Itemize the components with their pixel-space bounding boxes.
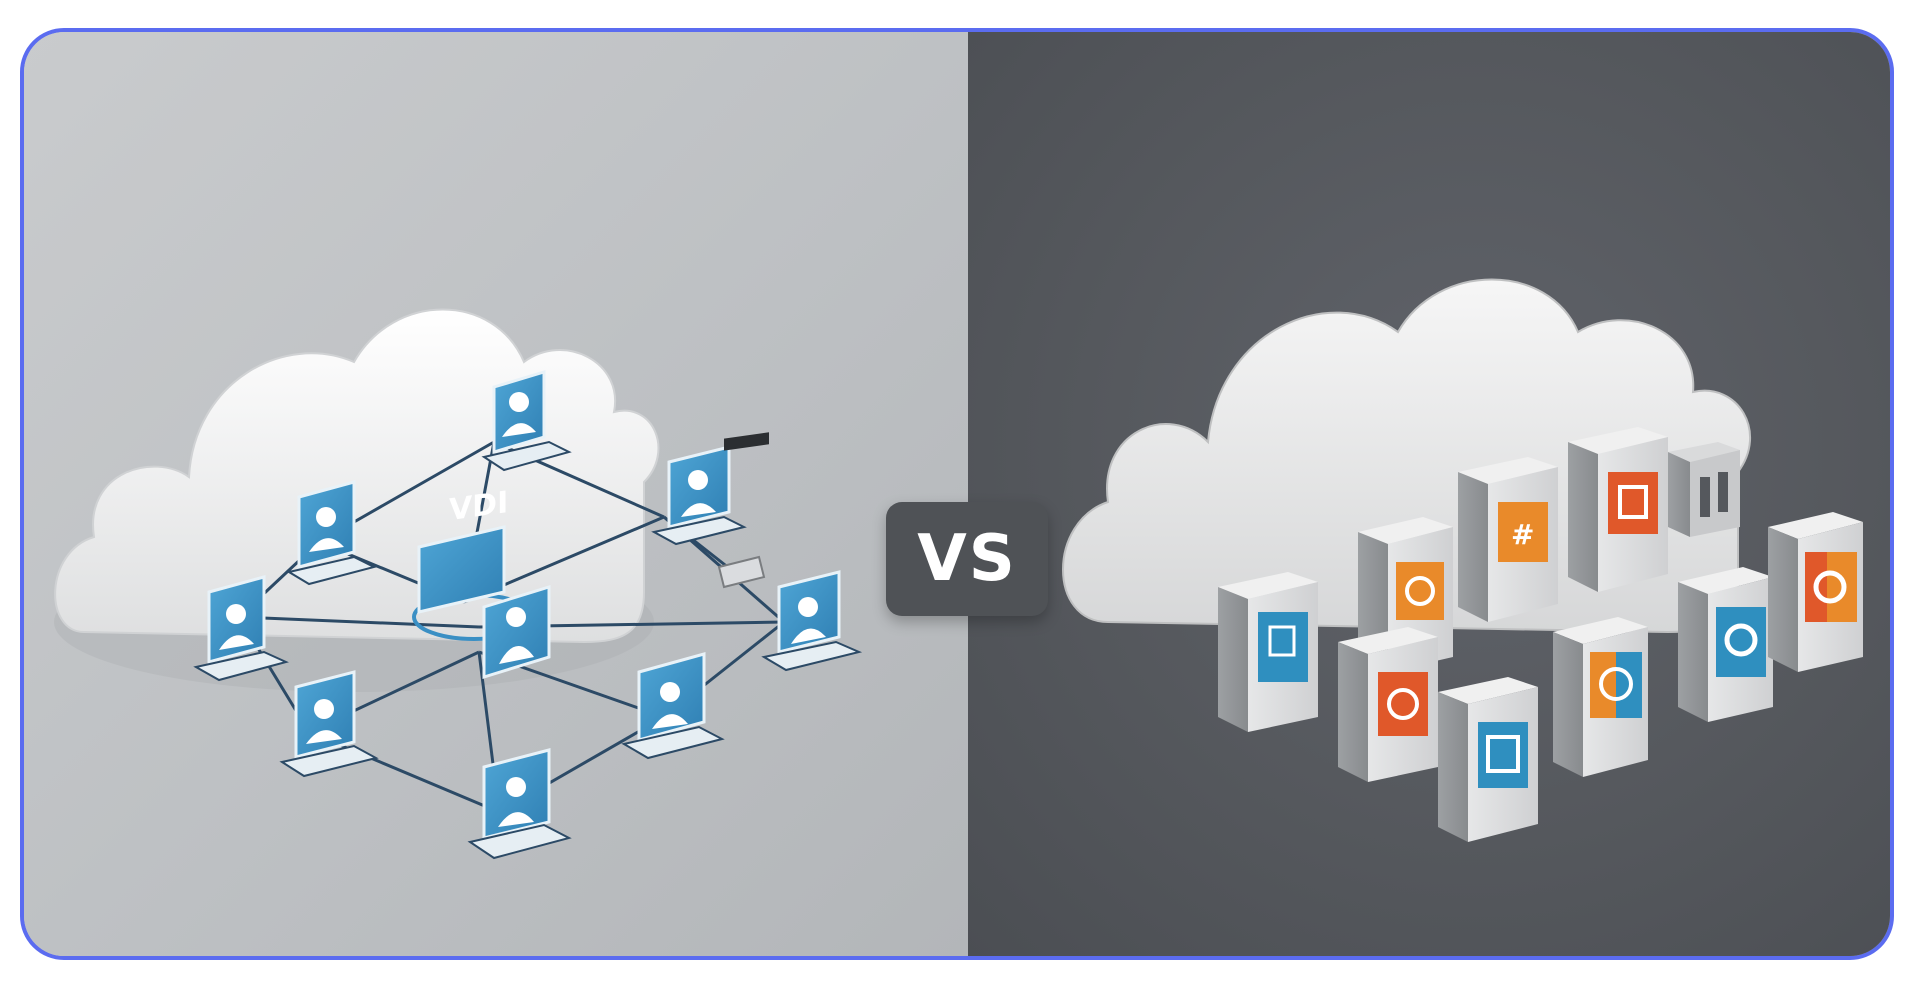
- vdi-panel: VDI: [24, 32, 968, 956]
- cloud-apps-illustration: #: [1062, 278, 1863, 842]
- svg-text:#: #: [1511, 518, 1534, 551]
- server-app-icon: #: [1218, 427, 1863, 842]
- comparison-frame: VDI: [20, 28, 1894, 960]
- versus-label: VS: [917, 522, 1017, 596]
- vdi-label: VDI: [449, 485, 508, 528]
- vdi-illustration: VDI: [54, 308, 863, 860]
- vdi-server-icon: VDI: [412, 485, 536, 641]
- user-laptop-icon: [193, 369, 863, 860]
- cloud-apps-panel: #: [968, 32, 1890, 956]
- cloud-icon: [54, 308, 660, 692]
- versus-badge: VS: [886, 502, 1048, 616]
- router-icon: [717, 432, 769, 589]
